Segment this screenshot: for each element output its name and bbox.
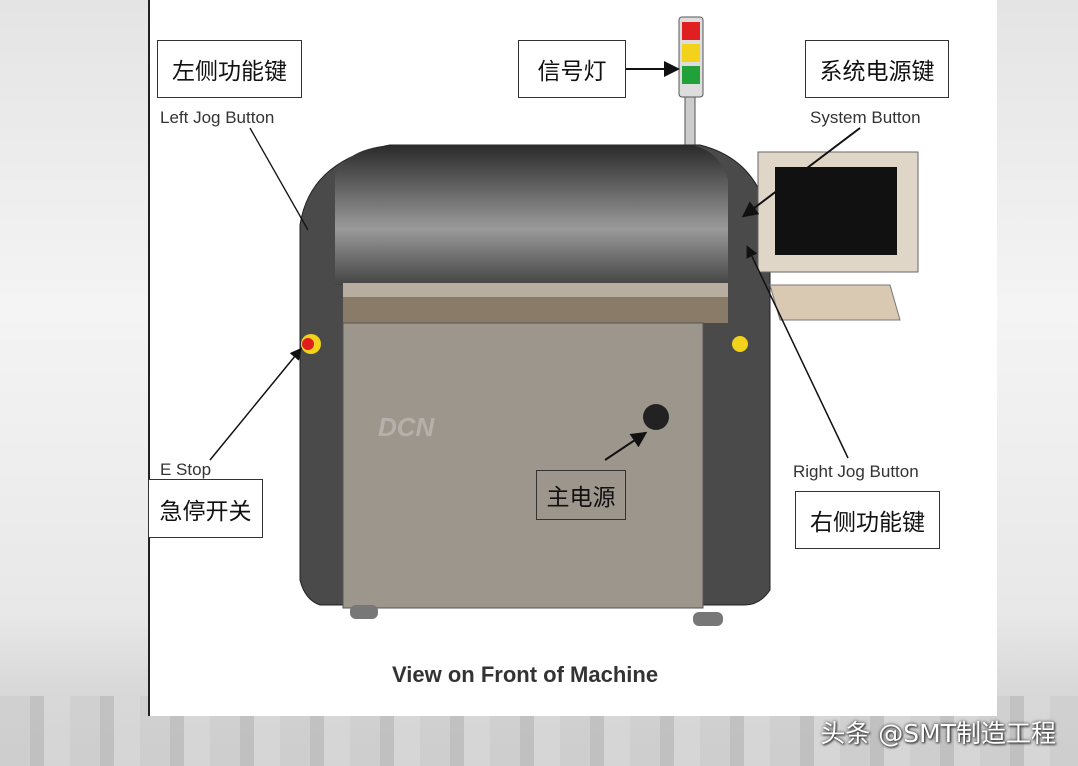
signal-tower — [678, 16, 704, 151]
diagram-caption: View on Front of Machine — [392, 662, 659, 687]
monitor — [757, 151, 919, 321]
left-jog-cn-label: 左侧功能键 — [157, 40, 302, 98]
main-power-switch — [643, 404, 669, 430]
estop-en-label: E Stop — [160, 460, 212, 479]
machine-logo: DCN — [378, 412, 436, 442]
main-power-label: 主电源 — [536, 470, 626, 520]
signal-light-label: 信号灯 — [518, 40, 626, 98]
right-jog-en-label: Right Jog Button — [793, 462, 919, 481]
system-button-en-label: System Button — [810, 108, 921, 127]
estop-cn-label: 急停开关 — [148, 479, 263, 538]
machine-hood — [335, 145, 728, 285]
watermark: 头条 @SMT制造工程 — [820, 719, 1056, 748]
system-power-cn-label: 系统电源键 — [805, 40, 949, 98]
right-jog-cn-label: 右侧功能键 — [795, 491, 940, 549]
machine-front-panel — [342, 322, 704, 609]
left-jog-en-label: Left Jog Button — [160, 108, 275, 127]
